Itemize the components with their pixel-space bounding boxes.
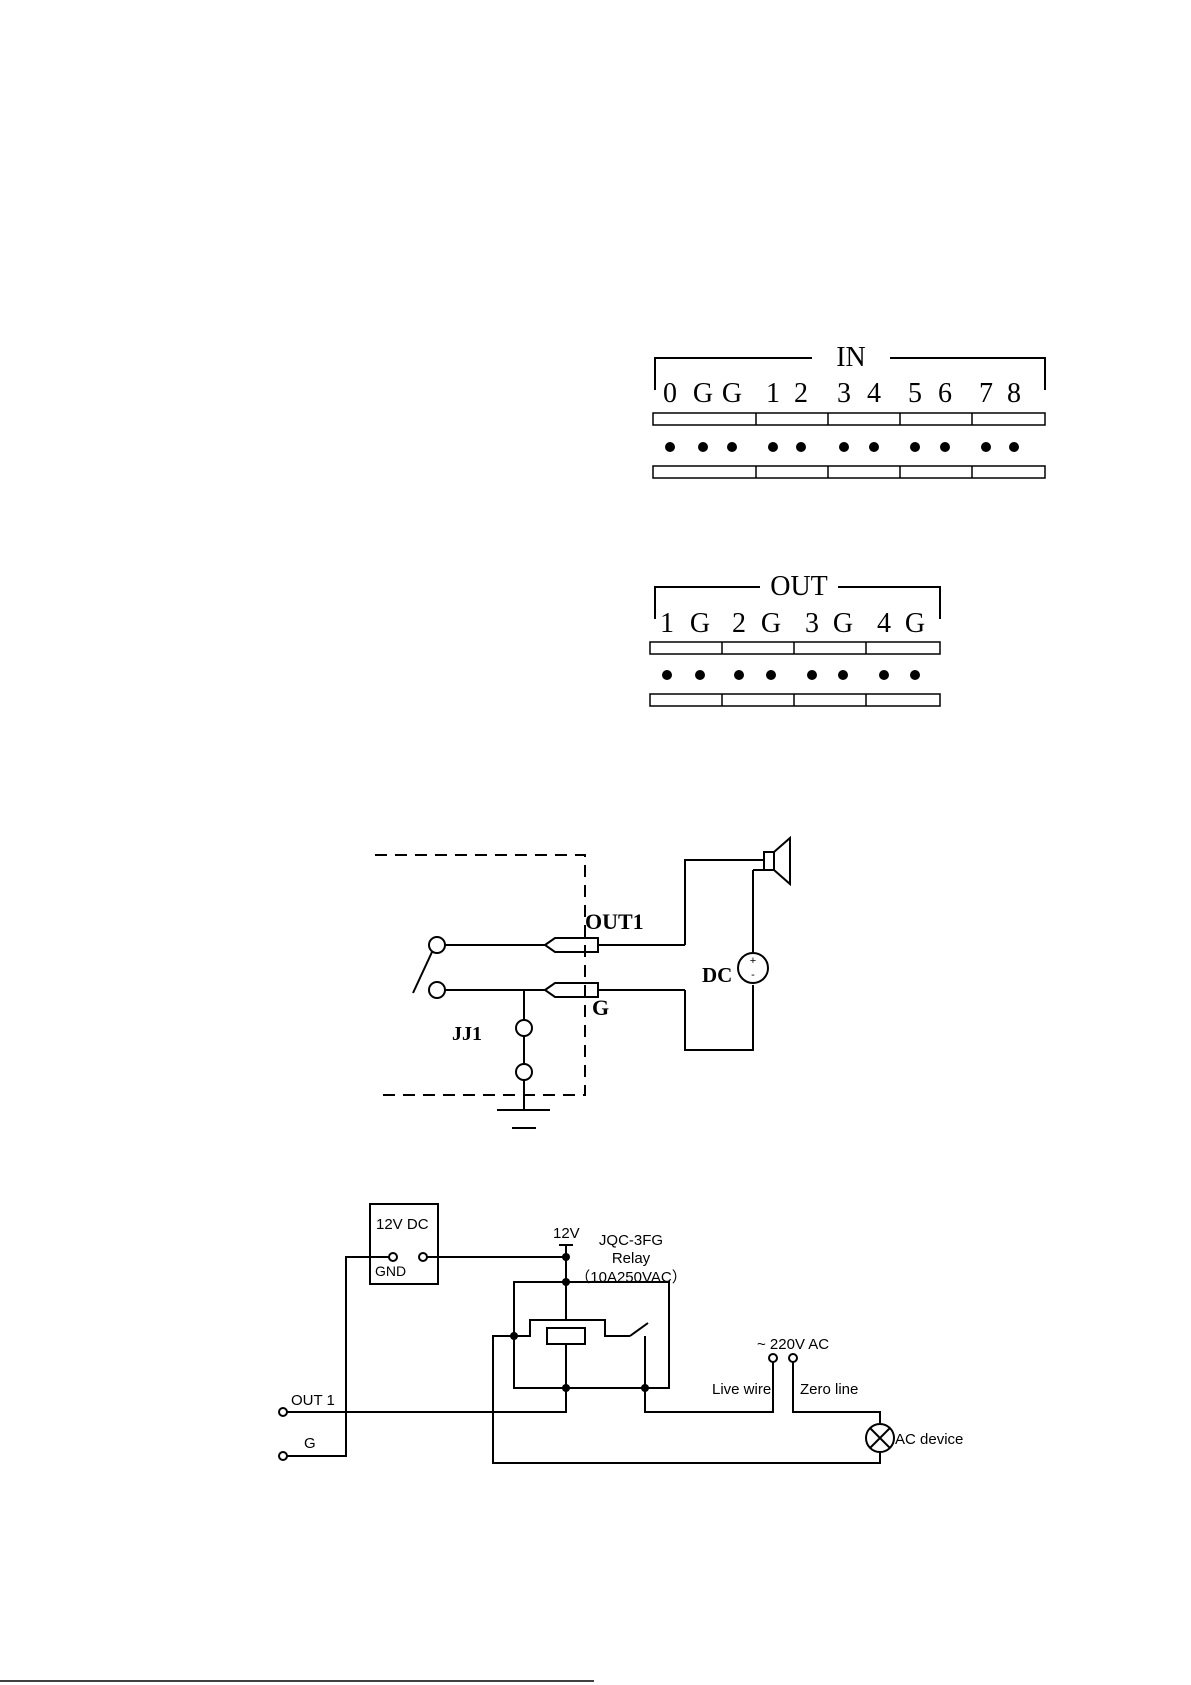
relay-switch xyxy=(630,1323,648,1336)
ac-zero-terminal xyxy=(789,1354,797,1362)
in-pin-label-8: 6 xyxy=(938,378,952,409)
out-pin-label-2: 2 xyxy=(732,608,746,639)
junction-dot xyxy=(510,1332,518,1340)
ac-device-label: AC device xyxy=(895,1431,963,1448)
out-pin-dot-6 xyxy=(879,670,889,680)
in-pin-label-5: 3 xyxy=(837,378,851,409)
in-pin-label-1: G xyxy=(693,378,713,409)
out-pin-dot-7 xyxy=(910,670,920,680)
relay-coil xyxy=(547,1328,585,1344)
in-pin-dot-1 xyxy=(698,442,708,452)
in-pin-label-0: 0 xyxy=(663,378,677,409)
g-terminal-label: G xyxy=(304,1435,316,1452)
relay-word: Relay xyxy=(612,1250,651,1267)
ac-supply-label: ~ 220V AC xyxy=(757,1336,829,1353)
g-label: G xyxy=(592,995,609,1020)
junction-dot xyxy=(562,1278,570,1286)
out1-terminal xyxy=(279,1408,287,1416)
out-pin-dot-4 xyxy=(807,670,817,680)
dc-plus: + xyxy=(750,955,756,967)
out-pin-label-1: G xyxy=(690,608,710,639)
out-pin-label-4: 3 xyxy=(805,608,819,639)
out1-terminal-label: OUT 1 xyxy=(291,1392,335,1409)
in-pin-label-7: 5 xyxy=(908,378,922,409)
psu-label: 12V DC xyxy=(376,1216,429,1233)
jj1-contact-bottom xyxy=(516,1064,532,1080)
dc-source-icon: + - xyxy=(738,953,768,983)
in-strip-top xyxy=(653,413,1045,425)
wire-relay-to-ac-device xyxy=(493,1336,880,1463)
relay-rating: （10A250VAC） xyxy=(575,1269,686,1286)
in-pin-dot-5 xyxy=(839,442,849,452)
out1-connector xyxy=(545,938,598,952)
in-pin-dot-9 xyxy=(981,442,991,452)
junction-dot xyxy=(562,1253,570,1261)
out-pin-label-3: G xyxy=(761,608,781,639)
psu-gnd-terminal xyxy=(389,1253,397,1261)
out-pin-label-0: 1 xyxy=(660,608,674,639)
out-pin-dot-0 xyxy=(662,670,672,680)
zero-line-label: Zero line xyxy=(800,1381,858,1398)
in-pin-dot-0 xyxy=(665,442,675,452)
out-pin-dot-5 xyxy=(838,670,848,680)
jj1-contact-top xyxy=(516,1020,532,1036)
device-boundary xyxy=(375,855,585,1095)
live-wire-label: Live wire xyxy=(712,1381,771,1398)
relay-model: JQC-3FG xyxy=(599,1232,663,1249)
in-title: IN xyxy=(836,342,866,373)
in-strip-bottom xyxy=(653,466,1045,478)
out-pin-label-5: G xyxy=(833,608,853,639)
in-pin-label-2: G xyxy=(722,378,742,409)
in-pin-label-4: 2 xyxy=(794,378,808,409)
in-pin-label-6: 4 xyxy=(867,378,881,409)
psu-positive-terminal xyxy=(419,1253,427,1261)
wire-gnd-to-g xyxy=(287,1257,389,1456)
in-pin-dot-2 xyxy=(727,442,737,452)
jj1-label: JJ1 xyxy=(452,1023,482,1045)
out-pin-label-6: 4 xyxy=(877,608,891,639)
in-pin-dots xyxy=(665,442,1019,452)
in-pin-dot-8 xyxy=(940,442,950,452)
in-pin-label-9: 7 xyxy=(979,378,993,409)
in-pin-dot-7 xyxy=(910,442,920,452)
switch-contact-bottom xyxy=(429,982,445,998)
out-strip-top xyxy=(650,642,940,654)
out1-label: OUT1 xyxy=(585,909,644,934)
out-pin-dot-3 xyxy=(766,670,776,680)
wire-to-dc xyxy=(685,985,753,1050)
relay-circuit: 12V DC GND 12V OUT 1 G JQC-3FG Rela xyxy=(279,1204,963,1463)
ac-device-lamp-icon xyxy=(866,1424,894,1452)
v12-label: 12V xyxy=(553,1225,580,1242)
out-pin-label-7: G xyxy=(905,608,925,639)
out-strip-bottom xyxy=(650,694,940,706)
g-connector xyxy=(545,983,598,997)
out-pin-dot-1 xyxy=(695,670,705,680)
dc-label: DC xyxy=(702,963,732,987)
in-pin-dot-10 xyxy=(1009,442,1019,452)
in-pin-dot-3 xyxy=(768,442,778,452)
in-pin-dot-4 xyxy=(796,442,806,452)
dc-minus: - xyxy=(751,969,755,981)
in-pin-dot-6 xyxy=(869,442,879,452)
in-pin-label-10: 8 xyxy=(1007,378,1021,409)
out-pin-dots xyxy=(662,670,920,680)
out-pin-dot-2 xyxy=(734,670,744,680)
out-title: OUT xyxy=(770,571,828,602)
in-pin-label-3: 1 xyxy=(766,378,780,409)
ac-live-terminal xyxy=(769,1354,777,1362)
switch-contact-top xyxy=(429,937,445,953)
alarm-output-circuit: OUT1 G JJ1 + - DC xyxy=(375,838,790,1128)
gnd-label: GND xyxy=(375,1263,406,1279)
speaker-icon xyxy=(764,838,790,884)
g-terminal xyxy=(279,1452,287,1460)
